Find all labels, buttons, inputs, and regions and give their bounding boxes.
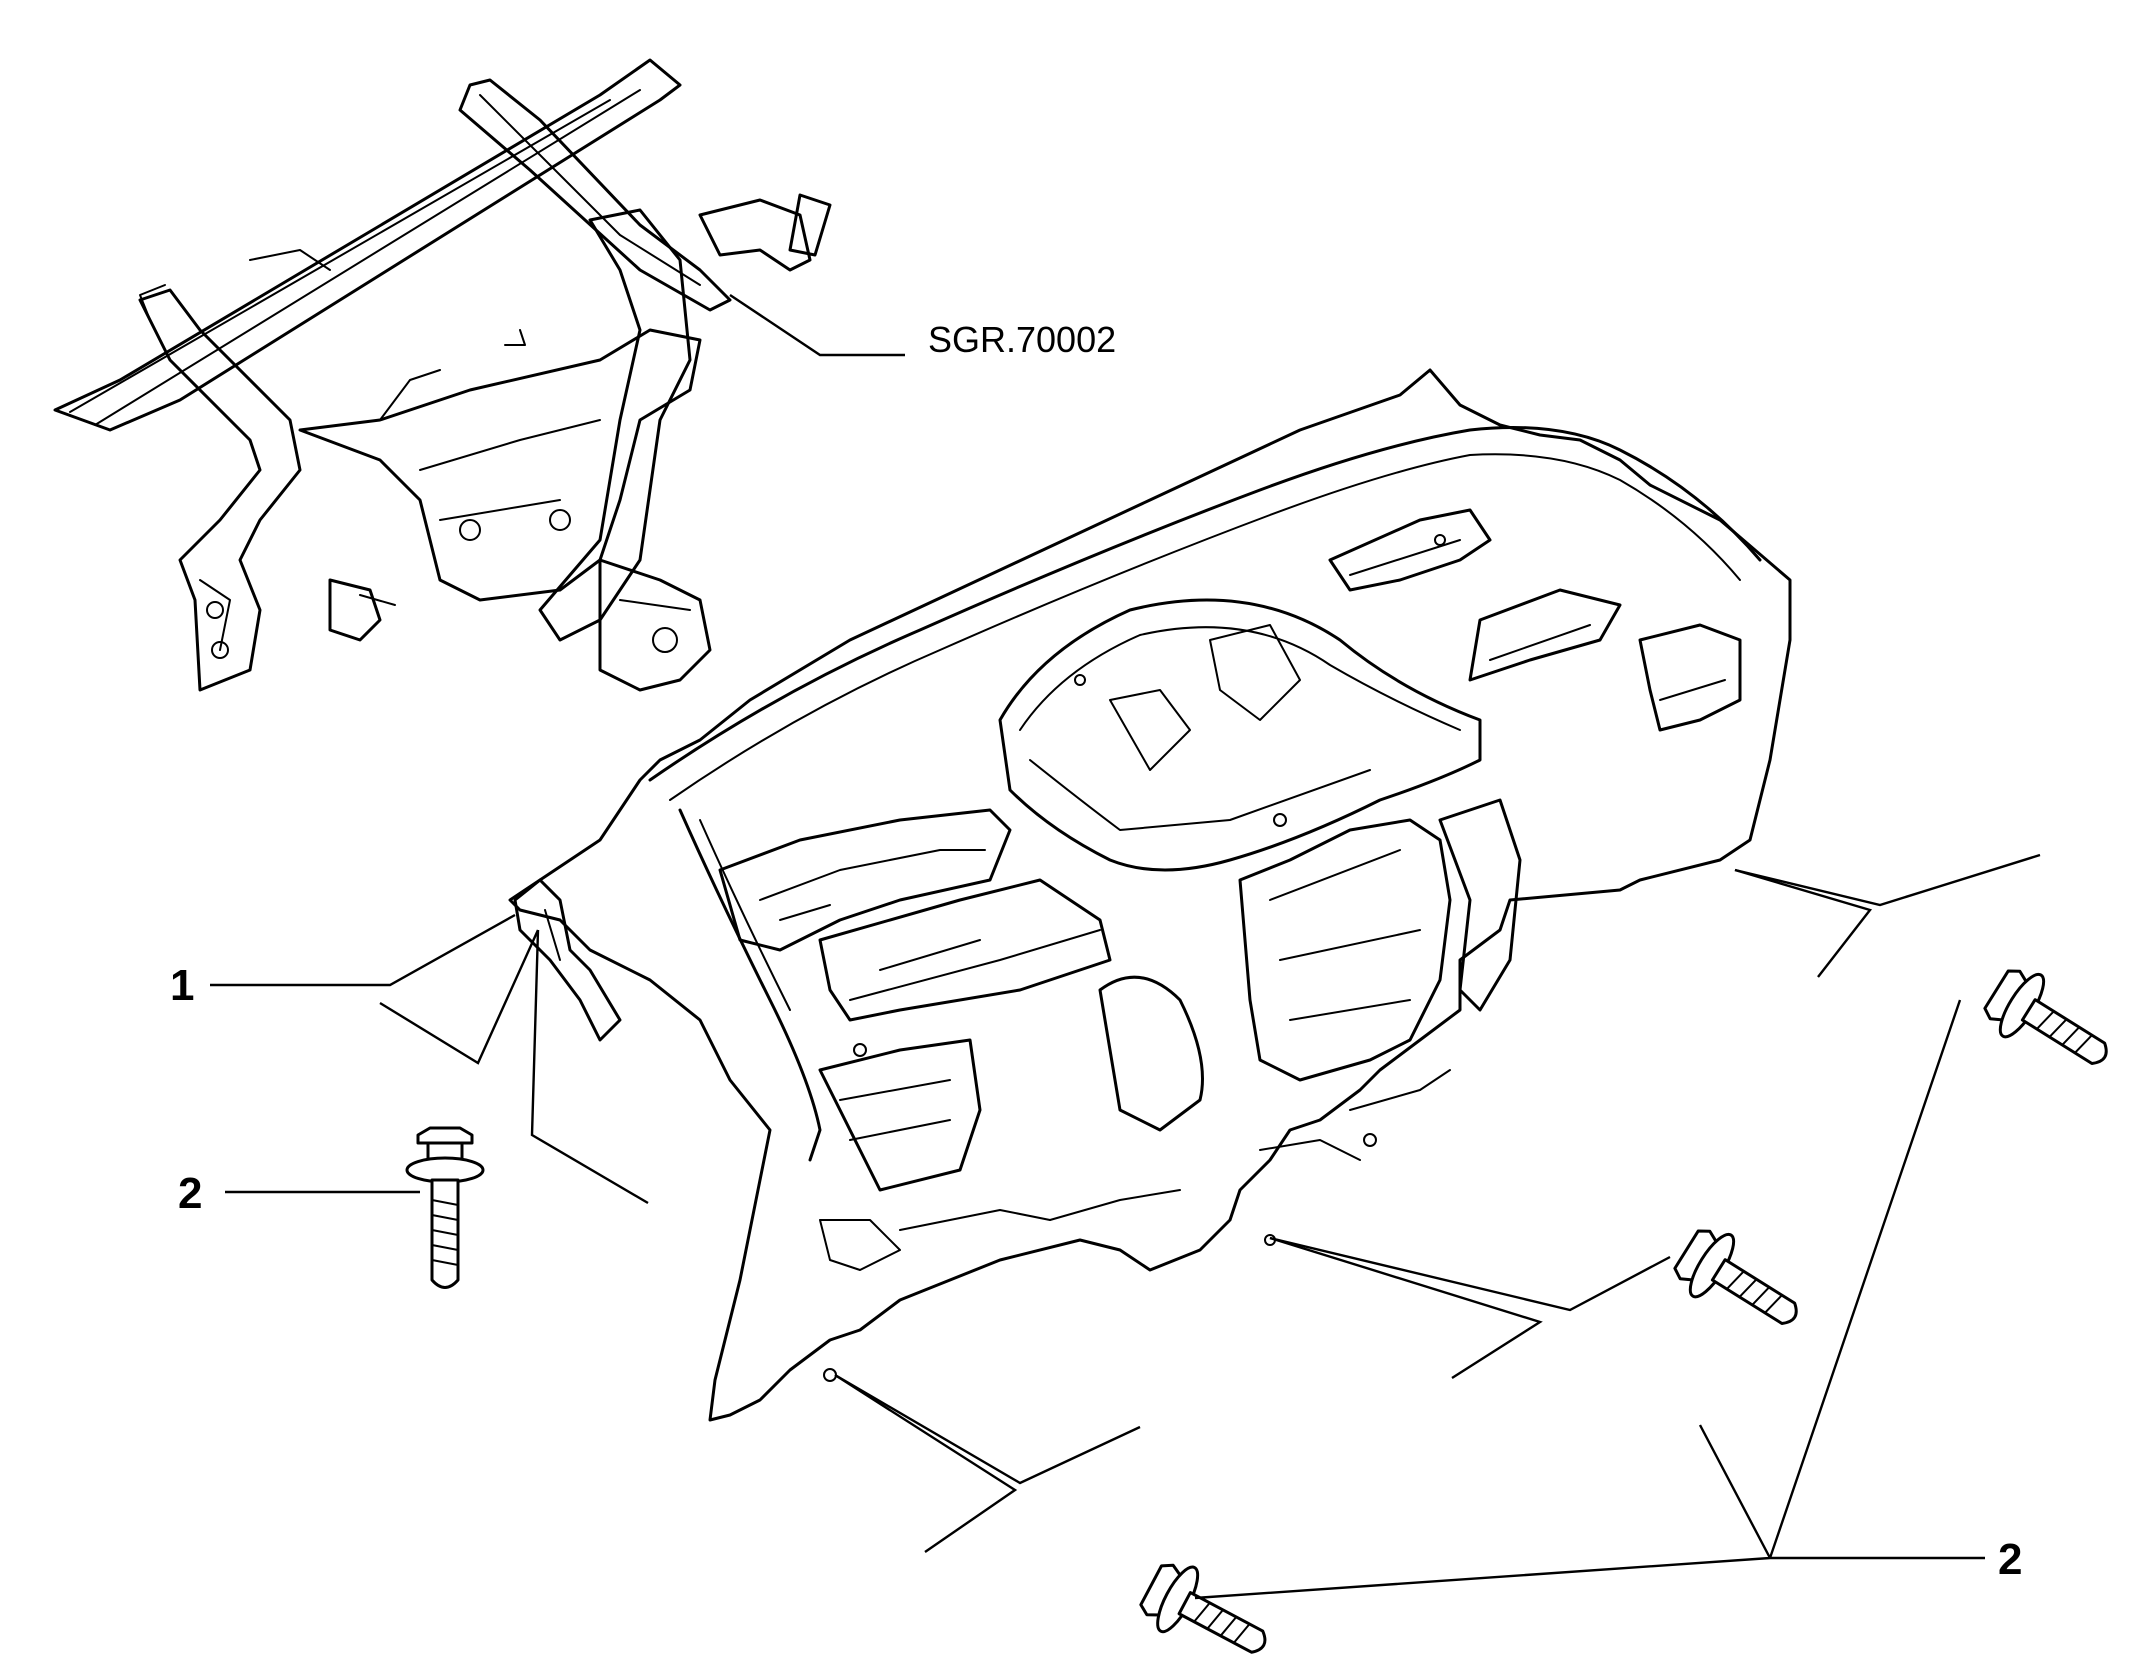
screw-left-callout-number: 2 (178, 1169, 202, 1218)
dashboard-panel (508, 368, 1792, 1422)
screw-right-top (1983, 969, 2108, 1065)
dashboard-callout-leader (210, 913, 516, 987)
assembly-guide-lines (379, 853, 2041, 1553)
dashboard-crossbeam (53, 58, 832, 692)
screw-right-middle (1673, 1229, 1798, 1325)
screw-right-callout-leader (1194, 999, 1985, 1600)
screw-right-callout-number: 2 (1998, 1535, 2022, 1584)
dashboard-callout-number: 1 (170, 961, 194, 1010)
screw-bottom (1139, 1563, 1267, 1654)
crossbeam-leader-line (729, 294, 905, 357)
crossbeam-reference-label: SGR.70002 (928, 319, 1116, 360)
screw-left (405, 1126, 485, 1289)
